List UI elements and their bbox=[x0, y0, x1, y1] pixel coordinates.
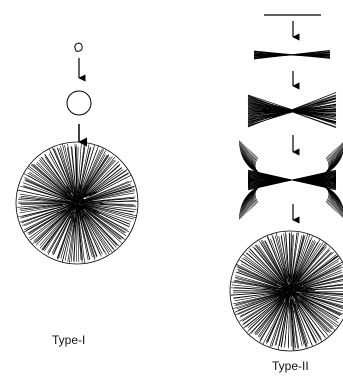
type2-curled-sheaf bbox=[239, 141, 343, 220]
type1-circle bbox=[67, 91, 91, 115]
spherulite-fibril bbox=[21, 204, 70, 211]
type1-spherulite bbox=[16, 142, 138, 264]
type2-sheaf bbox=[248, 93, 336, 128]
spherulite-fibril bbox=[29, 166, 71, 198]
type2-column bbox=[230, 15, 343, 351]
type2-bowtie-thin bbox=[254, 50, 330, 59]
type2-spherulite bbox=[230, 231, 343, 351]
type1-caption: Type-I bbox=[52, 333, 85, 347]
spherulite-core-fibril bbox=[291, 291, 305, 292]
type1-seed bbox=[75, 43, 82, 51]
type2-caption: Type-II bbox=[272, 359, 309, 373]
type1-column bbox=[16, 43, 138, 264]
